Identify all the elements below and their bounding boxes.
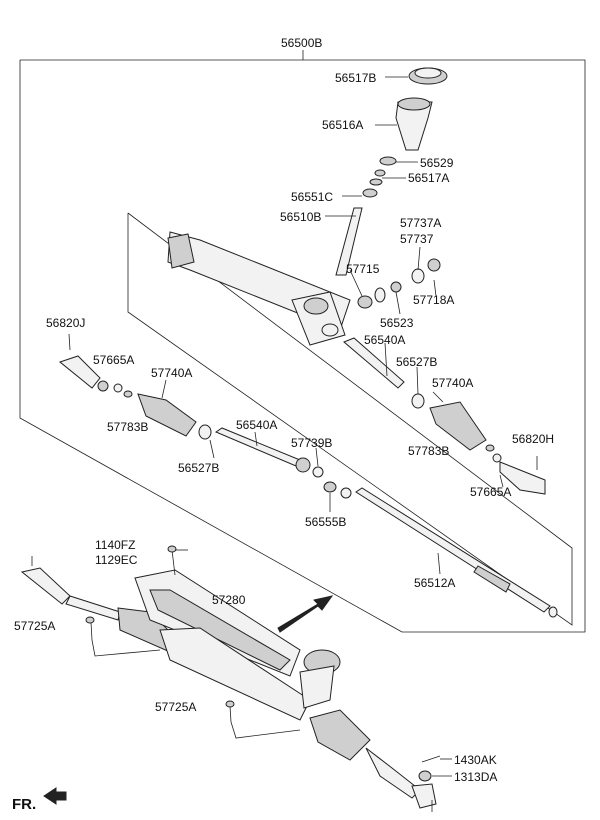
label-56820J: 56820J	[46, 316, 86, 330]
label-57740A-left: 57740A	[151, 366, 193, 380]
label-57739B: 57739B	[291, 436, 333, 450]
label-56517A: 56517A	[408, 171, 450, 185]
label-1129EC: 1129EC	[95, 553, 138, 567]
gear-cover-parts	[325, 67, 448, 276]
label-57783B-left: 57783B	[107, 420, 149, 434]
label-57665A-right: 57665A	[470, 485, 512, 499]
inner-tie-rod-mid	[214, 427, 352, 512]
label-57737A: 57737A	[400, 216, 442, 230]
label-56510B: 56510B	[280, 210, 322, 224]
label-1140FZ: 1140FZ	[95, 538, 136, 552]
label-56555B: 56555B	[305, 515, 347, 529]
label-1430AK: 1430AK	[454, 753, 497, 767]
assembly-frame	[19, 50, 586, 633]
label-56540A-upper: 56540A	[364, 333, 406, 347]
gear-housing	[167, 231, 441, 346]
label-56540A-mid: 56540A	[236, 418, 278, 432]
label-56512A: 56512A	[414, 576, 456, 590]
front-direction-label: FR.	[12, 796, 37, 813]
label-1313DA: 1313DA	[454, 770, 498, 784]
label-57783B-right: 57783B	[408, 444, 450, 458]
label-56820H: 56820H	[512, 432, 555, 446]
label-57280: 57280	[212, 593, 246, 607]
fr-arrow-icon	[43, 787, 67, 805]
label-57740A-right: 57740A	[432, 376, 474, 390]
label-56529: 56529	[420, 156, 454, 170]
label-56516A: 56516A	[322, 118, 364, 132]
assembly-arrow	[277, 595, 334, 633]
label-57665A-left: 57665A	[93, 353, 135, 367]
label-57737: 57737	[400, 232, 434, 246]
inner-tie-rod-upper	[343, 337, 425, 409]
right-boot-assembly	[429, 391, 546, 495]
left-boot-assembly	[58, 333, 215, 459]
label-57715: 57715	[346, 262, 380, 276]
label-56527B-right: 56527B	[396, 355, 438, 369]
label-56527B-left: 56527B	[178, 461, 220, 475]
complete-gear-assembly	[20, 545, 452, 812]
label-56523: 56523	[380, 316, 414, 330]
rack-bar	[355, 487, 558, 618]
label-57725A-upper: 57725A	[14, 619, 56, 633]
label-56551C: 56551C	[291, 190, 334, 204]
label-57718A: 57718A	[413, 293, 455, 307]
label-57725A-lower: 57725A	[155, 700, 197, 714]
label-56517B: 56517B	[335, 71, 377, 85]
label-56500B: 56500B	[281, 36, 323, 50]
